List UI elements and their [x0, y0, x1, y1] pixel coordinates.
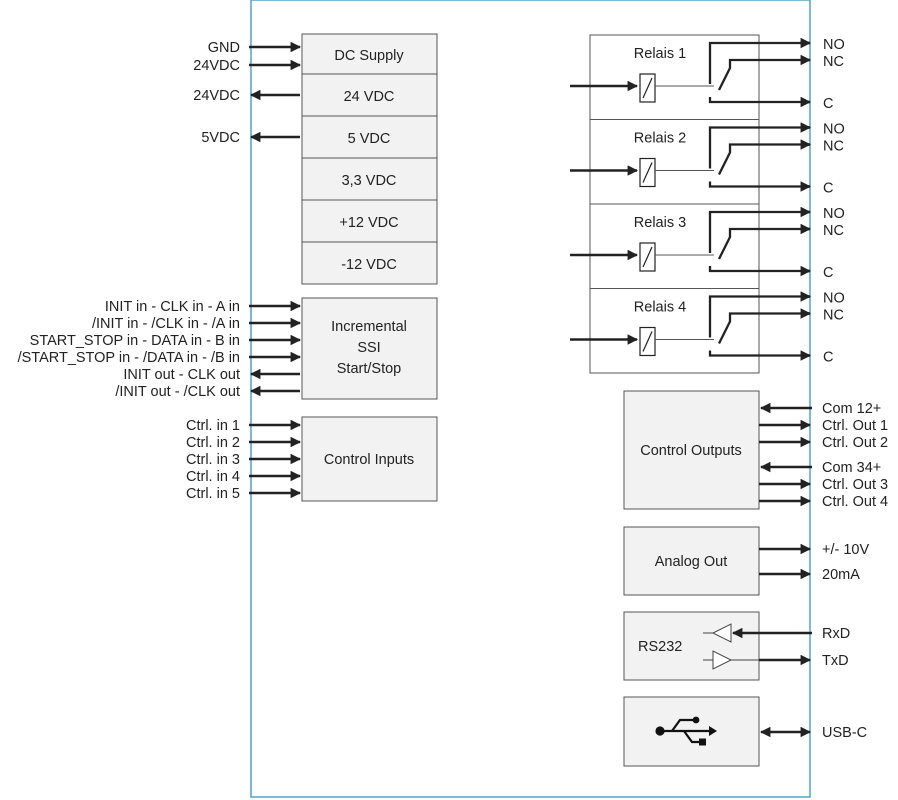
relay-no-wire	[708, 210, 810, 253]
signal-label: 24VDC	[193, 58, 240, 74]
signal-label: START_STOP in - DATA in - B in	[30, 333, 240, 349]
dc-row-5vdc	[301, 115, 438, 159]
relay-label: Relais 4	[634, 300, 686, 316]
relay-nc-wire	[717, 312, 810, 345]
relay-no-label: NO	[823, 291, 845, 307]
relay-coil-slash	[642, 77, 653, 99]
signal-label: 24VDC	[193, 88, 240, 104]
relay-no-label: NO	[823, 122, 845, 138]
relay-no-wire	[708, 295, 810, 338]
signal-label: Ctrl. Out 3	[822, 477, 888, 493]
signal-label: Ctrl. in 3	[186, 452, 240, 468]
relay-coil-slash	[642, 162, 653, 183]
dc-row-plus12vdc	[301, 199, 438, 243]
dc-row-minus12vdc	[301, 241, 438, 285]
relay-c-wire	[708, 350, 810, 357]
relay-label: Relais 1	[634, 46, 686, 62]
signal-label: Com 34+	[822, 460, 881, 476]
signal-label: +/- 10V	[822, 542, 869, 558]
relay-no-label: NO	[823, 206, 845, 222]
dc-row-label: 3,3 VDC	[342, 173, 397, 189]
relay-label: Relais 3	[634, 215, 686, 231]
tx-buffer-icon	[712, 650, 733, 670]
signal-label: INIT out - CLK out	[123, 367, 240, 383]
relay-nc-label: NC	[823, 223, 844, 239]
dc-supply-block	[301, 33, 438, 285]
signal-label: Ctrl. Out 2	[822, 435, 888, 451]
rx-buffer-icon	[711, 623, 732, 643]
relay-coil-slash	[642, 246, 653, 268]
relay-c-wire	[708, 266, 810, 273]
relay-c-wire	[708, 181, 810, 188]
dc-row-3v3dc	[301, 157, 438, 201]
relay-c-label: C	[823, 350, 833, 366]
relay-nc-wire	[717, 227, 810, 260]
signal-label: 20mA	[822, 567, 860, 583]
relay-coil-slash	[642, 331, 653, 352]
dc-supply-title: DC Supply	[334, 48, 404, 64]
signal-label: Ctrl. Out 1	[822, 418, 888, 434]
relay-no-wire	[708, 41, 810, 84]
incremental-title: Start/Stop	[337, 361, 401, 377]
signal-label: TxD	[822, 653, 849, 669]
relay-c-wire	[708, 97, 810, 104]
control-inputs-block	[301, 416, 438, 502]
control-outputs-block	[623, 390, 760, 510]
dc-row-label: -12 VDC	[341, 257, 397, 273]
relay-no-label: NO	[823, 37, 845, 53]
rs232-block	[623, 611, 760, 681]
usb-block	[623, 696, 760, 767]
dc-supply-header	[301, 33, 438, 75]
signal-label: INIT in - CLK in - A in	[105, 299, 240, 315]
relay-cell	[589, 34, 760, 120]
dc-row-label: 24 VDC	[344, 89, 395, 105]
dc-row-label: +12 VDC	[339, 215, 398, 231]
relay-no-wire	[708, 126, 810, 169]
signal-label: RxD	[822, 626, 850, 642]
signal-label: 5VDC	[201, 130, 240, 146]
incremental-title: SSI	[357, 340, 380, 356]
analog-out-title: Analog Out	[655, 554, 728, 570]
relay-cell	[589, 288, 760, 374]
relay-nc-wire	[717, 143, 810, 176]
relay-cell	[589, 119, 760, 205]
relay-nc-label: NC	[823, 139, 844, 155]
signal-label: GND	[208, 40, 240, 56]
signal-label: /INIT in - /CLK in - /A in	[92, 316, 240, 332]
relay-nc-label: NC	[823, 54, 844, 70]
relay-nc-wire	[717, 58, 810, 91]
incremental-block	[301, 297, 438, 400]
signal-label: Ctrl. in 2	[186, 435, 240, 451]
relay-cell	[589, 203, 760, 289]
analog-out-block	[623, 526, 760, 596]
signal-label: Ctrl. in 5	[186, 486, 240, 502]
relay-c-label: C	[823, 265, 833, 281]
usb-icon	[655, 716, 717, 746]
signal-label: Ctrl. Out 4	[822, 494, 888, 510]
control-outputs-title: Control Outputs	[640, 443, 742, 459]
control-inputs-title: Control Inputs	[324, 452, 414, 468]
signal-label: Ctrl. in 4	[186, 469, 240, 485]
signal-label: /START_STOP in - /DATA in - /B in	[18, 350, 240, 366]
relay-nc-label: NC	[823, 308, 844, 324]
rs232-title: RS232	[638, 639, 682, 655]
dc-row-label: 5 VDC	[348, 131, 391, 147]
signal-label: USB-C	[822, 725, 867, 741]
signal-label: Ctrl. in 1	[186, 418, 240, 434]
relay-c-label: C	[823, 181, 833, 197]
signal-label: /INIT out - /CLK out	[115, 384, 240, 400]
signal-label: Com 12+	[822, 401, 881, 417]
incremental-title: Incremental	[331, 319, 407, 335]
relay-c-label: C	[823, 96, 833, 112]
relay-label: Relais 2	[634, 131, 686, 147]
